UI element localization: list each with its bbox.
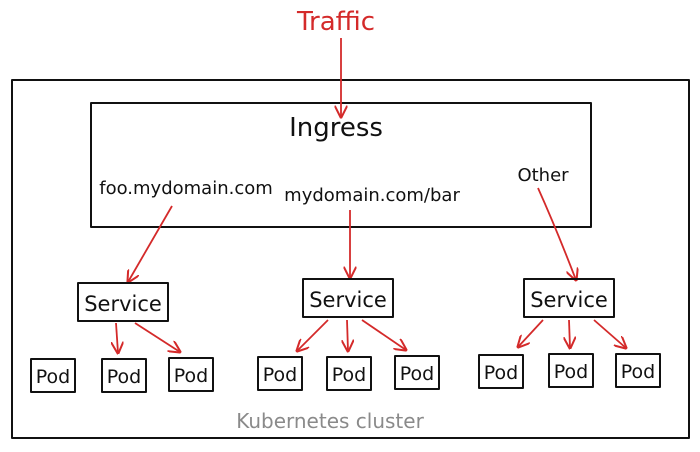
pod-arrow bbox=[361, 319, 406, 350]
ingress-title: Ingress bbox=[289, 113, 383, 143]
pod-label: Pod bbox=[400, 363, 434, 385]
pod-label: Pod bbox=[554, 361, 588, 383]
service-box bbox=[302, 278, 394, 318]
pod-arrow bbox=[116, 322, 118, 353]
pod: Pod bbox=[394, 355, 440, 390]
pod-arrow bbox=[569, 319, 570, 348]
service-box bbox=[77, 282, 169, 322]
pod: Pod bbox=[478, 354, 524, 389]
pod: Pod bbox=[257, 356, 303, 391]
pod: Pod bbox=[548, 353, 594, 388]
service-label: Service bbox=[309, 288, 387, 312]
pod-label: Pod bbox=[621, 361, 655, 383]
pod-arrow bbox=[347, 319, 348, 351]
pod: Pod bbox=[101, 358, 147, 393]
service-1: Service bbox=[77, 282, 169, 322]
route-arrow-other bbox=[537, 187, 576, 280]
pod-arrow bbox=[518, 319, 544, 347]
service-label: Service bbox=[84, 292, 162, 316]
service-2: Service bbox=[302, 278, 394, 318]
pod-arrow bbox=[134, 322, 180, 352]
pod-label: Pod bbox=[36, 366, 70, 388]
pod-arrows bbox=[116, 319, 626, 353]
pod: Pod bbox=[615, 353, 661, 388]
route-label-foo: foo.mydomain.com bbox=[99, 178, 273, 199]
cluster-box bbox=[11, 79, 690, 439]
pod-arrow bbox=[297, 319, 329, 351]
service-label: Service bbox=[530, 288, 608, 312]
pod-label: Pod bbox=[332, 364, 366, 386]
pod-arrow bbox=[593, 319, 626, 348]
pod: Pod bbox=[168, 357, 214, 392]
service-box bbox=[523, 278, 615, 318]
route-label-other: Other bbox=[517, 165, 569, 186]
traffic-label: Traffic bbox=[296, 7, 375, 37]
cluster-label: Kubernetes cluster bbox=[236, 409, 424, 433]
route-arrow-foo bbox=[128, 205, 173, 282]
pod-label: Pod bbox=[107, 366, 141, 388]
route-label-bar: mydomain.com/bar bbox=[284, 185, 460, 206]
pod-label: Pod bbox=[263, 364, 297, 386]
pod: Pod bbox=[326, 356, 372, 391]
service-3: Service bbox=[523, 278, 615, 318]
pod-label: Pod bbox=[174, 365, 208, 387]
pod-label: Pod bbox=[484, 362, 518, 384]
pod: Pod bbox=[30, 358, 76, 393]
